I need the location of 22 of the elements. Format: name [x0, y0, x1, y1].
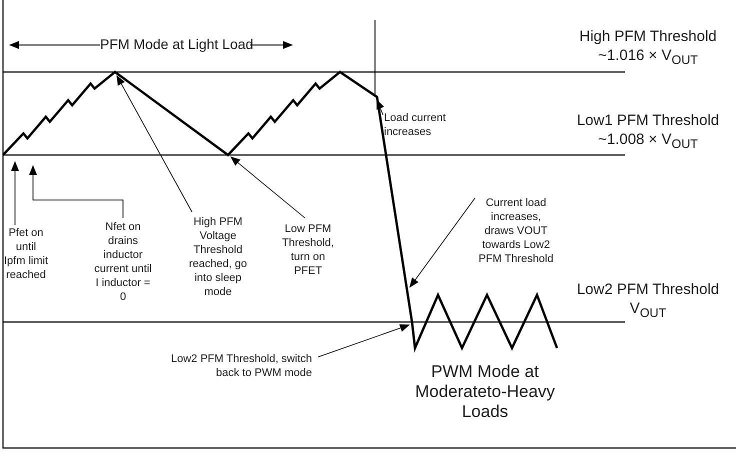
leader-arrow [409, 198, 476, 288]
callout-text: Low PFM Threshold, turn on PFET [278, 222, 338, 278]
callout-text: Pfet on until Ipfm limit reached [4, 226, 48, 282]
threshold-label: Low1 PFM Threshold [576, 112, 720, 129]
callout-text: Load current increases [384, 111, 464, 139]
leader-arrow [230, 156, 306, 218]
threshold-value: V$_{OUT}$ [628, 300, 668, 320]
leader-arrow [11, 161, 19, 226]
threshold-label: Low2 PFM Threshold [576, 281, 720, 298]
callout-text: Low2 PFM Threshold, switch back to PWM mode [160, 352, 312, 380]
mode-label: PFM Mode at Light Load [100, 36, 250, 52]
threshold-value: ~1.008 × V$_{OUT}$ [597, 131, 699, 151]
mode-label: PWM Mode at Moderateto-Heavy Loads [415, 362, 555, 422]
leader-arrow [116, 75, 192, 212]
callout-text: Current load increases, draws VOUT towards Low2 PFM Threshold [475, 196, 557, 266]
leader-arrow [318, 324, 410, 358]
callout-text: High PFM Voltage Threshold reached, go into sleep mode [180, 215, 256, 299]
leader-arrow [376, 99, 384, 116]
threshold-label: High PFM Threshold [578, 28, 718, 45]
leader-arrow [29, 165, 124, 218]
threshold-value: ~1.016 × V$_{OUT}$ [597, 47, 699, 67]
callout-text: Nfet on drains inductor current until I inductor = 0 [94, 220, 152, 304]
